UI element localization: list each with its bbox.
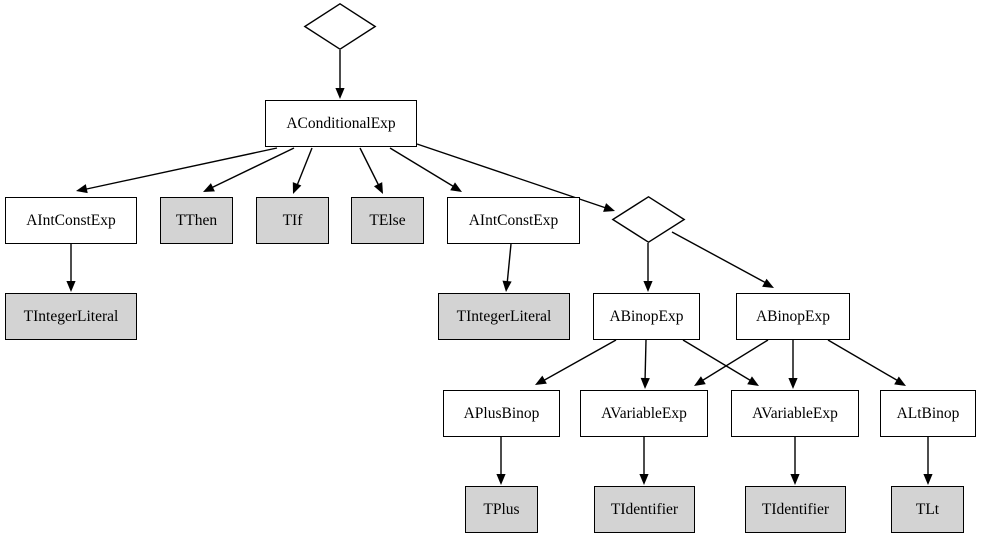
node-telse: TElse: [351, 197, 424, 244]
node-tintegerliteral: TIntegerLiteral: [438, 293, 570, 340]
node-tidentifier: TIdentifier: [594, 486, 695, 533]
node-aconditionalexp: AConditionalExp: [265, 100, 417, 147]
node-label: TLt: [915, 500, 940, 518]
edge-n9-to-n12: [640, 339, 650, 389]
node-label: TPlus: [483, 500, 520, 518]
node-abinopexp: ABinopExp: [736, 293, 850, 340]
node-label: TIntegerLiteral: [456, 307, 552, 325]
edge-n9-to-n11: [535, 339, 617, 385]
edge-n1-to-n2: [76, 147, 278, 194]
node-label: TIntegerLiteral: [23, 307, 119, 325]
node-tlt: TLt: [891, 486, 964, 533]
node-tidentifier: TIdentifier: [745, 486, 846, 533]
edge-d0-to-n1: [335, 50, 345, 99]
node-label: TIdentifier: [610, 500, 679, 518]
edge-n9-to-n13: [682, 339, 759, 386]
edge-n11-to-n15: [496, 437, 506, 485]
node-label: AIntConstExp: [468, 211, 559, 229]
node-label: TElse: [369, 211, 406, 229]
edge-n14-to-n18: [923, 437, 933, 485]
edge-n12-to-n16: [639, 437, 649, 485]
node-tplus: TPlus: [465, 486, 538, 533]
edge-n1-to-n5: [359, 147, 383, 194]
edge-n10-to-n14: [827, 339, 906, 386]
node-tintegerliteral: TIntegerLiteral: [5, 293, 137, 340]
node-avariableexp: AVariableExp: [580, 390, 708, 437]
node-label: AVariableExp: [601, 404, 687, 422]
edge-n1-to-n4: [292, 147, 313, 194]
diamond-node: [611, 195, 686, 244]
node-aintconstexp: AIntConstExp: [5, 197, 137, 244]
node-label: APlusBinop: [463, 404, 540, 422]
node-aintconstexp: AIntConstExp: [447, 197, 580, 244]
node-tthen: TThen: [160, 197, 233, 244]
node-label: TIf: [282, 211, 303, 229]
node-aplusbinop: APlusBinop: [443, 390, 560, 437]
edge-n10-to-n13: [788, 340, 798, 389]
edge-n13-to-n17: [790, 437, 800, 485]
node-altbinop: ALtBinop: [880, 390, 976, 437]
edge-n1-to-n3: [203, 147, 295, 192]
node-label: AVariableExp: [752, 404, 838, 422]
node-avariableexp: AVariableExp: [731, 390, 859, 437]
node-tif: TIf: [256, 197, 329, 244]
edge-n10-to-n12: [694, 339, 769, 386]
edge-d1-to-n9: [643, 243, 653, 292]
node-label: AConditionalExp: [286, 114, 396, 132]
edge-n6-to-n8: [502, 243, 512, 292]
node-abinopexp: ABinopExp: [593, 293, 700, 340]
node-label: AIntConstExp: [26, 211, 116, 229]
node-label: ALtBinop: [896, 404, 960, 422]
node-label: TThen: [175, 211, 218, 229]
diamond-node: [303, 2, 377, 51]
edge-n1-to-n6: [389, 147, 462, 192]
node-label: TIdentifier: [761, 500, 830, 518]
node-label: ABinopExp: [755, 307, 831, 325]
node-label: ABinopExp: [609, 307, 684, 325]
edge-n2-to-n7: [66, 244, 76, 292]
edge-d1-to-n10: [671, 231, 774, 288]
